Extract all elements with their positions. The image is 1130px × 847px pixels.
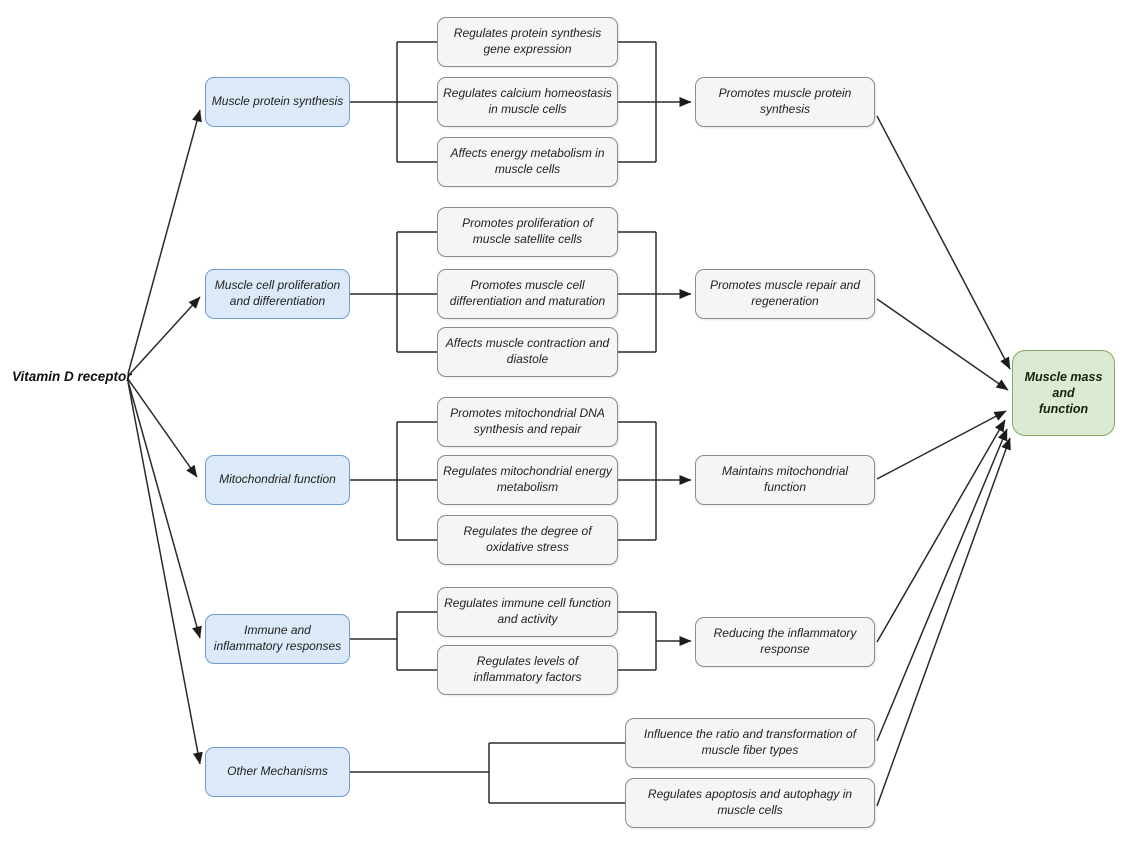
- mechanism-node-oxidative-stress: Regulates the degree of oxidative stress: [437, 515, 618, 565]
- mechanism-node-differentiation-maturation: Promotes muscle cell differentiation and…: [437, 269, 618, 319]
- mechanism-node-calcium-homeostasis: Regulates calcium homeostasis in muscle …: [437, 77, 618, 127]
- category-node-mitochondrial-function: Mitochondrial function: [205, 455, 350, 505]
- category-node-muscle-protein-synthesis: Muscle protein synthesis: [205, 77, 350, 127]
- mechanism-node-contraction-diastole: Affects muscle contraction and diastole: [437, 327, 618, 377]
- result-node-reducing-inflammatory-response: Reducing the inflammatory response: [695, 617, 875, 667]
- mechanism-node-mitochondrial-dna: Promotes mitochondrial DNA synthesis and…: [437, 397, 618, 447]
- root-node-vitamin-d-receptor: Vitamin D receptor: [12, 369, 132, 384]
- category-node-other-mechanisms: Other Mechanisms: [205, 747, 350, 797]
- outcome-node-muscle-mass-and-function: Muscle mass and function: [1012, 350, 1115, 436]
- mechanism-node-energy-metabolism: Affects energy metabolism in muscle cell…: [437, 137, 618, 187]
- result-node-promotes-protein-synthesis: Promotes muscle protein synthesis: [695, 77, 875, 127]
- mechanism-node-apoptosis-autophagy: Regulates apoptosis and autophagy in mus…: [625, 778, 875, 828]
- mechanism-node-inflammatory-factors: Regulates levels of inflammatory factors: [437, 645, 618, 695]
- mechanism-node-satellite-cell-proliferation: Promotes proliferation of muscle satelli…: [437, 207, 618, 257]
- mechanism-node-protein-synthesis-gene-expression: Regulates protein synthesis gene express…: [437, 17, 618, 67]
- result-node-maintains-mitochondrial-function: Maintains mitochondrial function: [695, 455, 875, 505]
- mechanism-node-muscle-fiber-types: Influence the ratio and transformation o…: [625, 718, 875, 768]
- category-node-immune-inflammatory-responses: Immune and inflammatory responses: [205, 614, 350, 664]
- mechanism-node-mitochondrial-energy: Regulates mitochondrial energy metabolis…: [437, 455, 618, 505]
- result-node-muscle-repair-regeneration: Promotes muscle repair and regeneration: [695, 269, 875, 319]
- mechanism-node-immune-cell-function: Regulates immune cell function and activ…: [437, 587, 618, 637]
- category-node-muscle-cell-proliferation: Muscle cell proliferation and differenti…: [205, 269, 350, 319]
